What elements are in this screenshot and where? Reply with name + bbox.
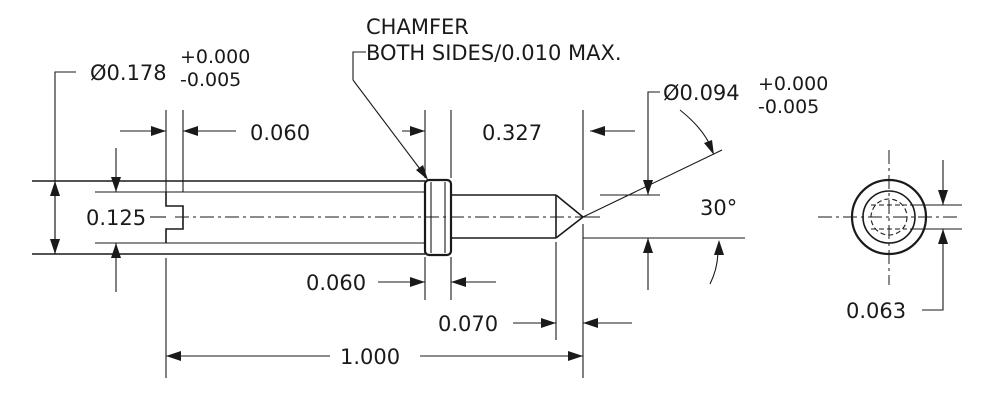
chamfer-leader xyxy=(352,51,428,180)
collar-width-label: 0.060 xyxy=(306,271,366,295)
dim-major-diameter xyxy=(50,71,76,254)
groove-diameter-label: 0.125 xyxy=(86,206,146,230)
chamfer-detail: BOTH SIDES/0.010 MAX. xyxy=(366,41,622,65)
major-tol-minus: -0.005 xyxy=(180,69,241,91)
dim-groove-width xyxy=(120,110,236,192)
major-diameter-label: Ø0.178 xyxy=(90,61,167,85)
minor-tol-plus: +0.000 xyxy=(758,73,828,95)
end-view xyxy=(818,150,962,311)
dim-groove-diameter xyxy=(111,148,166,292)
dim-collar-to-tip xyxy=(513,224,632,340)
dim-minor-diameter xyxy=(600,91,660,290)
groove-width-label: 0.060 xyxy=(250,121,310,145)
overall-length-label: 1.000 xyxy=(340,345,400,369)
collar-to-tip-label: 0.070 xyxy=(438,312,498,336)
minor-tol-minus: -0.005 xyxy=(758,96,819,118)
collar xyxy=(423,178,453,257)
angle-label: 30° xyxy=(700,196,737,220)
chamfer-title: CHAMFER xyxy=(366,15,469,39)
tip-length-label: 0.327 xyxy=(482,121,542,145)
dim-angle xyxy=(582,109,745,285)
dim-overall-length xyxy=(165,258,584,378)
dim-tip-length xyxy=(402,110,635,210)
major-tol-plus: +0.000 xyxy=(180,46,250,68)
pin-side-view xyxy=(32,178,600,257)
end-view-dim-label: 0.063 xyxy=(846,299,906,323)
minor-diameter-label: Ø0.094 xyxy=(663,81,740,105)
dim-collar-width xyxy=(378,257,496,300)
